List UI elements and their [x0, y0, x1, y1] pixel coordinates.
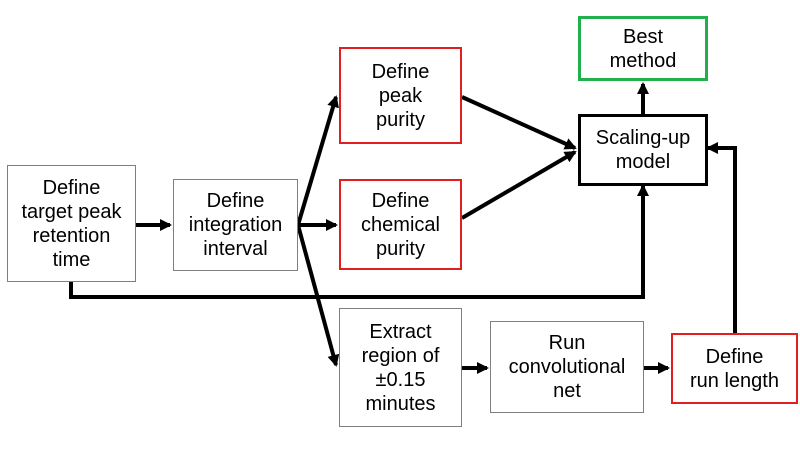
node-best-method: Best method [578, 16, 708, 81]
node-label: Run convolutional net [508, 332, 626, 402]
node-scaling-up-model: Scaling-up model [578, 114, 708, 186]
node-label: Define chemical purity [361, 189, 440, 260]
node-define-target-retention-time: Define target peak retention time [7, 165, 136, 282]
node-define-chemical-purity: Define chemical purity [339, 179, 462, 270]
arrow-run-length-to-scaling [706, 142, 737, 333]
node-label: Define target peak retention time [21, 176, 122, 271]
node-label: Define integration interval [188, 190, 283, 260]
arrow-peak-purity-to-scaling [461, 95, 577, 150]
node-label: Extract region of ±0.15 minutes [361, 320, 440, 415]
node-define-run-length: Define run length [671, 333, 798, 404]
node-label: Define peak purity [371, 60, 430, 131]
arrow-target-to-scaling [69, 184, 649, 299]
arrow-integration-to-peak-purity [296, 95, 339, 226]
node-extract-region: Extract region of ±0.15 minutes [339, 308, 462, 427]
node-define-peak-purity: Define peak purity [339, 47, 462, 144]
node-run-convolutional-net: Run convolutional net [490, 321, 644, 413]
node-label: Scaling-up model [595, 127, 691, 173]
arrow-chemical-purity-to-scaling [460, 150, 577, 220]
node-label: Best method [609, 25, 677, 72]
node-label: Define run length [690, 345, 779, 392]
node-define-integration-interval: Define integration interval [173, 179, 298, 271]
